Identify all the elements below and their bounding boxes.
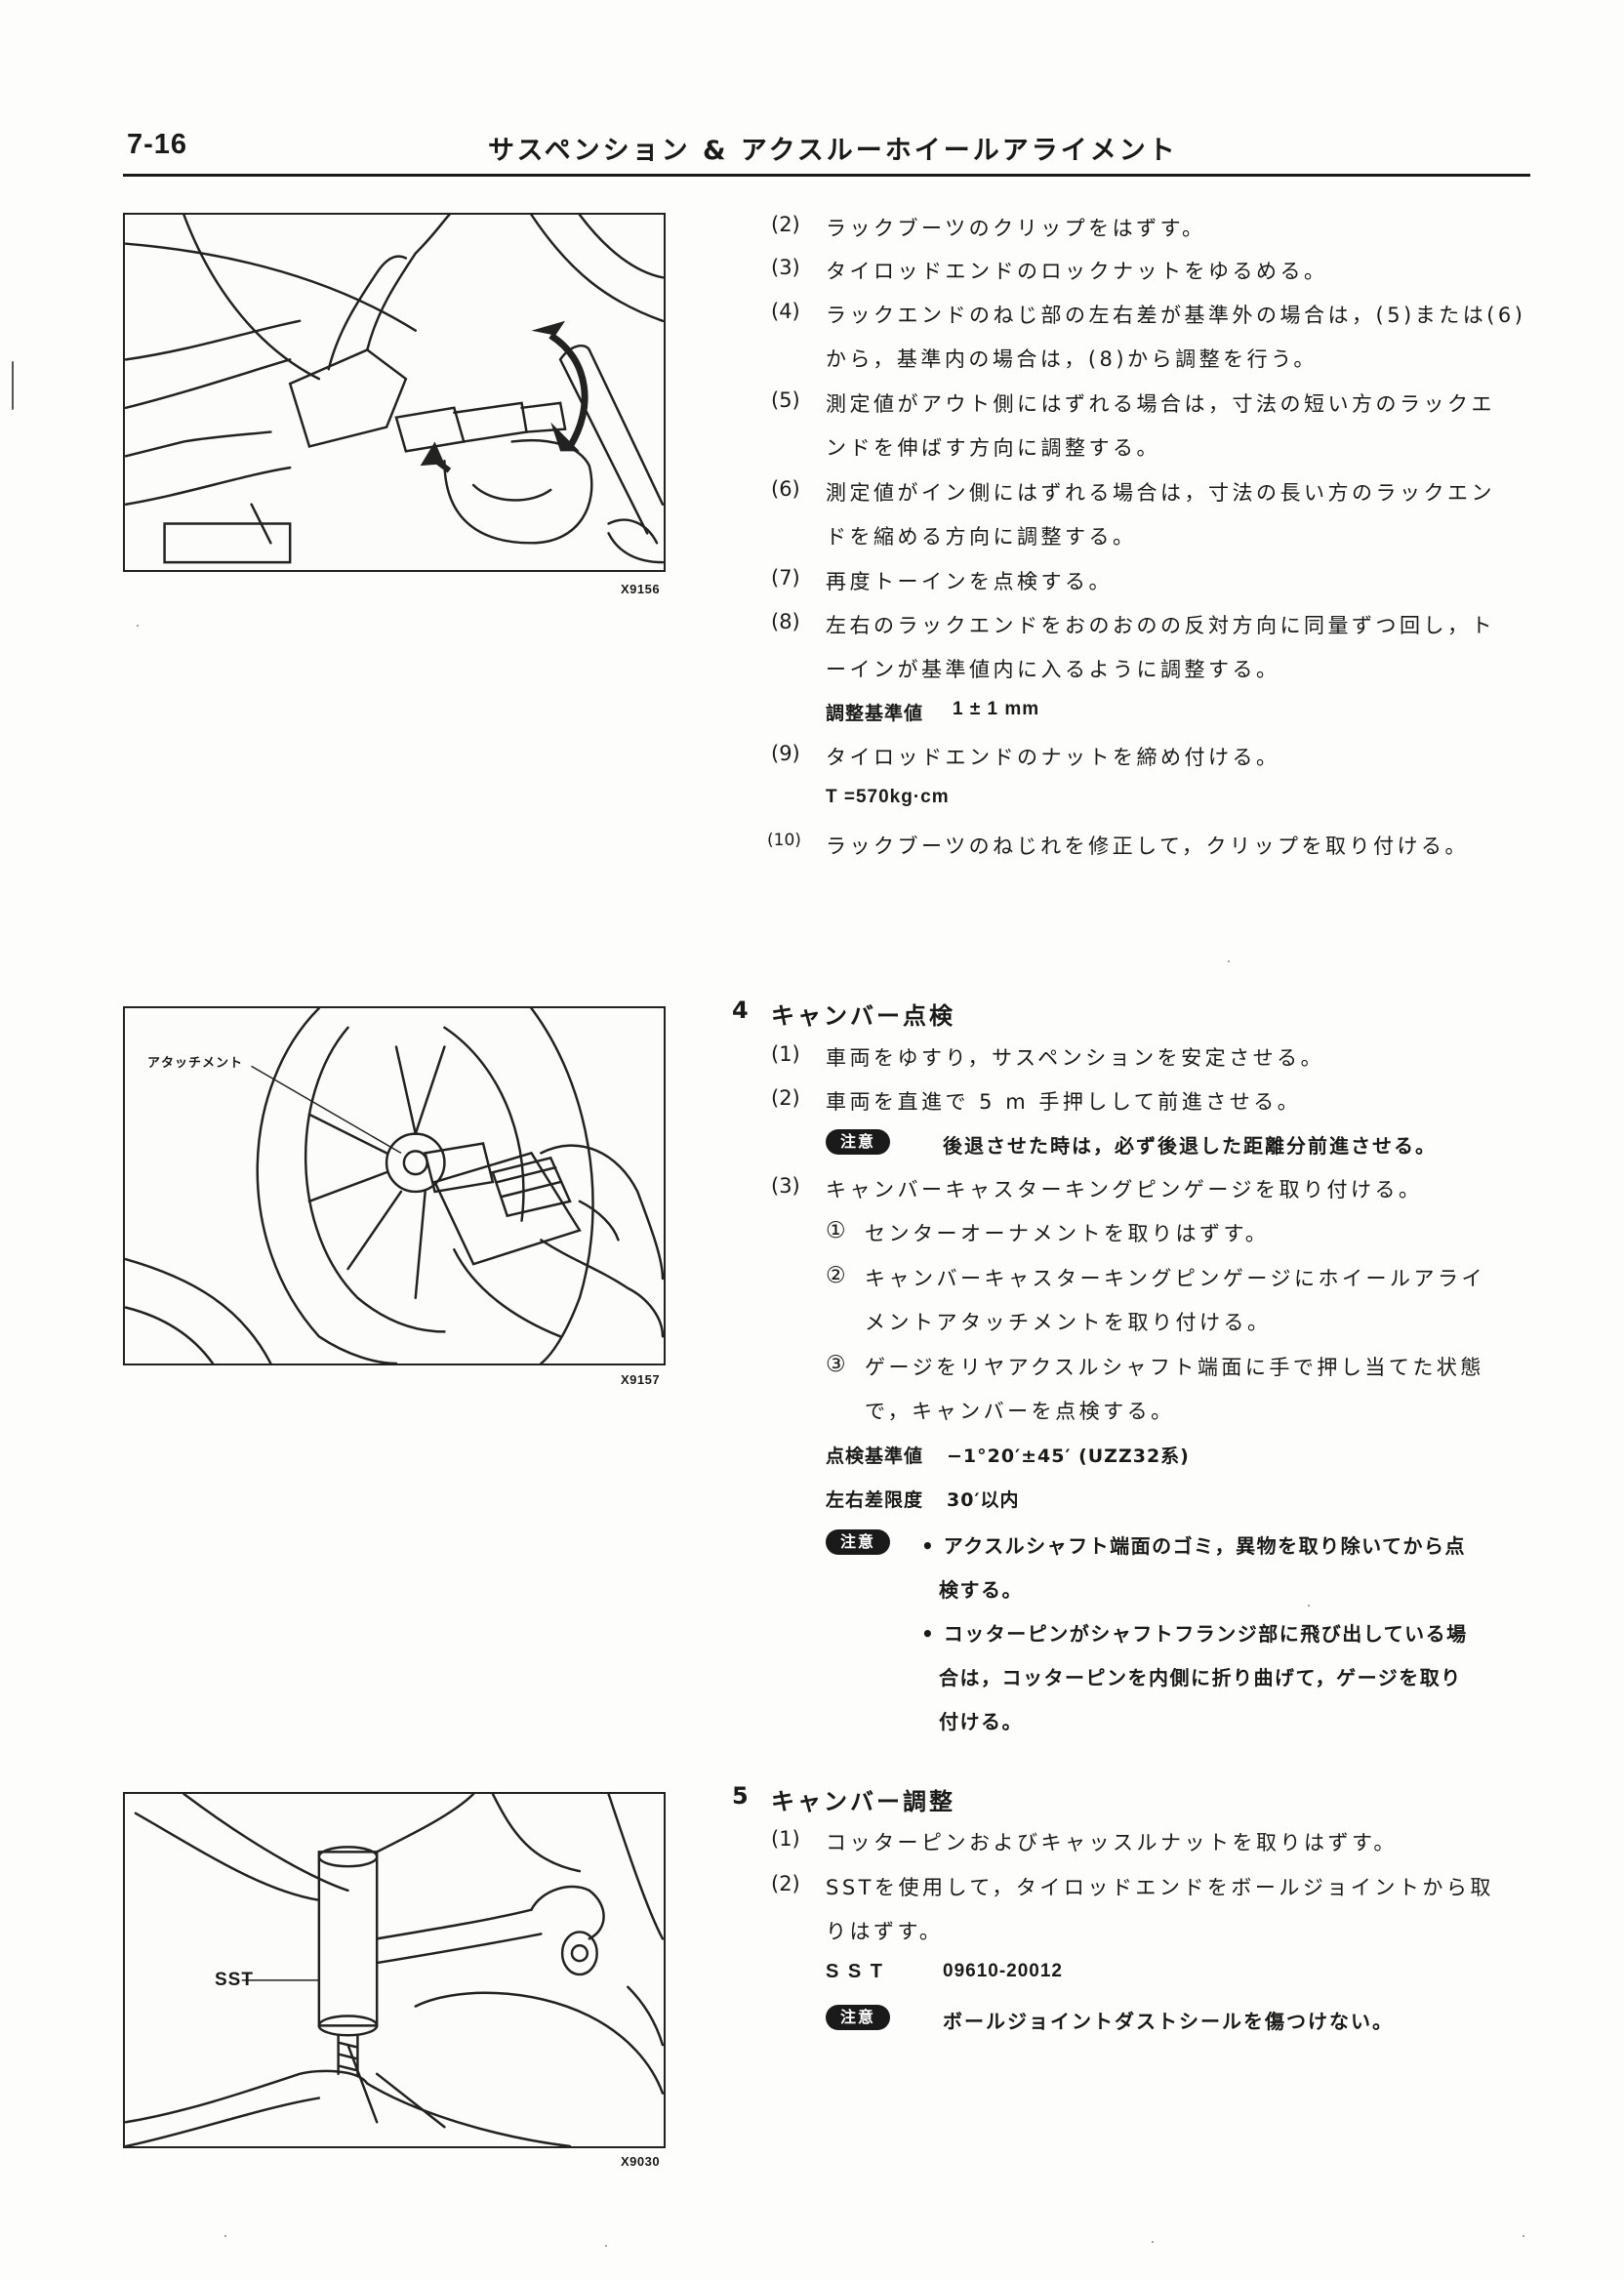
scan-speck: [605, 2245, 607, 2247]
step-text: タイロッドエンドのナットを締め付ける。: [826, 746, 1280, 769]
figure-tie-rod-adjust: [123, 213, 666, 572]
illustration-camber-gauge-on-wheel: [125, 1008, 664, 1364]
spec-value-adjust: 1 ± 1 mm: [953, 699, 1040, 719]
spec-label-inspect: 点検基準値: [826, 1445, 924, 1467]
section-number: 4: [732, 997, 749, 1024]
page-number: 7-16: [127, 129, 188, 160]
section-number: 5: [732, 1782, 749, 1810]
caution-text: ボールジョイントダストシールを傷つけない。: [943, 2010, 1394, 2033]
scan-speck: [224, 2235, 226, 2237]
step-number: (6): [771, 477, 800, 501]
sst-number: 09610-20012: [943, 1961, 1063, 1981]
step-number: (2): [771, 213, 800, 236]
substep-text: センターオーナメントを取りはずす。: [865, 1222, 1270, 1245]
spec-label-lr-limit: 左右差限度: [826, 1489, 924, 1511]
caution-text: 合は，コッターピンを内側に折り曲げて，ゲージを取り: [939, 1666, 1462, 1690]
step-text: ドを縮める方向に調整する。: [826, 525, 1137, 549]
step-text: ーインが基準値内に入るように調整する。: [826, 658, 1280, 681]
step-text: コッターピンおよびキャッスルナットを取りはずす。: [826, 1831, 1398, 1854]
step-number: (1): [771, 1827, 800, 1851]
substep-text: メントアタッチメントを取り付ける。: [865, 1311, 1272, 1334]
step-text: りはずす。: [826, 1920, 944, 1943]
caution-text: • アクスルシャフト端面のゴミ，異物を取り除いてから点: [921, 1534, 1467, 1558]
caution-text: 検する。: [939, 1578, 1023, 1602]
substep-number: ②: [826, 1263, 846, 1288]
step-text: 車両をゆすり，サスペンションを安定させる。: [826, 1046, 1325, 1070]
step-text: 測定値がイン側にはずれる場合は，寸法の長い方のラックエン: [826, 481, 1495, 505]
figure-code: X9157: [621, 1372, 661, 1387]
illustration-wrench-tie-rod: [125, 215, 664, 564]
step-text: キャンバーキャスターキングピンゲージを取り付ける。: [826, 1178, 1423, 1201]
caution-text: • コッターピンがシャフトフランジ部に飛び出している場: [921, 1622, 1468, 1646]
figure-camber-gauge: [123, 1006, 666, 1365]
step-number: (3): [771, 1174, 800, 1198]
scan-speck: [1522, 2235, 1524, 2237]
substep-number: ①: [826, 1218, 846, 1243]
spec-label-adjust: 調整基準値: [826, 703, 924, 724]
figure-code: X9030: [621, 2154, 661, 2169]
caution-badge: 注意: [826, 1129, 890, 1155]
step-number: (5): [771, 388, 800, 412]
illustration-sst-ball-joint-puller: [125, 1794, 664, 2146]
caution-badge: 注意: [826, 1529, 890, 1555]
scan-speck: [12, 361, 14, 410]
substep-text: キャンバーキャスターキングピンゲージにホイールアライ: [865, 1267, 1485, 1290]
step-text: 測定値がアウト側にはずれる場合は，寸法の短い方のラックエ: [826, 392, 1495, 416]
step-text: タイロッドエンドのロックナットをゆるめる。: [826, 260, 1328, 283]
step-number: (2): [771, 1872, 800, 1895]
figure-label-sst: SST: [215, 1970, 254, 1990]
step-number: (1): [771, 1042, 800, 1066]
figure-label-attachment: アタッチメント: [147, 1052, 244, 1071]
step-text: 左右のラックエンドをおのおのの反対方向に同量ずつ回し，ト: [826, 614, 1495, 637]
step-text: 車両を直進で 5 m 手押しして前進させる。: [826, 1090, 1302, 1114]
section-title: キャンバー点検: [771, 1002, 955, 1030]
section-title: キャンバー調整: [771, 1788, 955, 1815]
scan-speck: [1152, 2241, 1154, 2243]
scan-speck: [1228, 960, 1230, 962]
figure-ball-joint-removal: [123, 1792, 666, 2148]
step-number: (10): [767, 831, 801, 850]
substep-text: ゲージをリヤアクスルシャフト端面に手で押し当てた状態: [865, 1356, 1484, 1379]
step-number: (9): [771, 742, 800, 765]
scan-speck: [137, 625, 139, 627]
caution-text: 付ける。: [939, 1710, 1023, 1733]
header-rule: [123, 174, 1530, 177]
step-number: (7): [771, 566, 800, 590]
substep-text: で，キャンバーを点検する。: [865, 1400, 1175, 1423]
sst-label: S S T: [826, 1961, 885, 1982]
step-text: ラックエンドのねじ部の左右差が基準外の場合は，(5)または(6): [826, 304, 1526, 327]
step-text: ンドを伸ばす方向に調整する。: [826, 436, 1160, 460]
step-text: から，基準内の場合は，(8)から調整を行う。: [826, 347, 1318, 371]
substep-number: ③: [826, 1352, 846, 1377]
step-text: SSTを使用して，タイロッドエンドをボールジョイントから取: [826, 1876, 1494, 1899]
spec-value-lr-limit: 30′以内: [947, 1489, 1020, 1511]
step-number: (2): [771, 1086, 800, 1110]
step-text: 再度トーインを点検する。: [826, 570, 1113, 593]
step-text: ラックブーツのクリップをはずす。: [826, 217, 1206, 240]
step-text: ラックブーツのねじれを修正して，クリップを取り付ける。: [826, 835, 1469, 858]
step-number: (4): [771, 300, 800, 323]
spec-value-inspect: −1°20′±45′ (UZZ32系): [947, 1445, 1190, 1467]
caution-badge: 注意: [826, 2005, 890, 2030]
torque-value: T =570kg·cm: [826, 787, 950, 807]
scan-speck: [1308, 1605, 1310, 1607]
chapter-title: サスペンション & アクスルーホイールアライメント: [488, 136, 1178, 166]
step-number: (3): [771, 256, 800, 279]
figure-code: X9156: [621, 582, 661, 596]
step-number: (8): [771, 610, 800, 633]
caution-text: 後退させた時は，必ず後退した距離分前進させる。: [943, 1134, 1437, 1158]
